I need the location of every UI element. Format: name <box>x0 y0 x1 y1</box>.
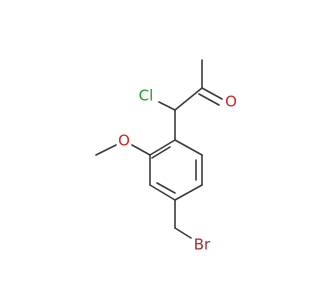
bond-ring-o-methoxy <box>131 144 151 156</box>
ring-bond-3-inner <box>156 182 176 194</box>
bond-carbonyl-o-1 <box>201 87 223 100</box>
molecule-structure: Cl O O Br <box>95 59 237 254</box>
atom-br: Br <box>194 236 211 254</box>
structure-canvas: Cl O O Br <box>95 59 237 254</box>
atom-cl: Cl <box>139 87 154 105</box>
bond-o-methyl <box>95 144 117 156</box>
atom-o-methoxy: O <box>118 132 130 150</box>
ring-bond-6 <box>174 139 203 156</box>
bond-chcl-cl <box>158 101 176 111</box>
bond-carbonyl-chcl <box>174 87 203 111</box>
ring-bond-1 <box>149 139 176 156</box>
ring-bond-3 <box>149 184 176 201</box>
atom-o-carbonyl: O <box>225 93 237 111</box>
bond-carbonyl-o-2 <box>198 93 220 106</box>
ring-bond-1-inner <box>151 146 171 159</box>
ring-bond-4 <box>174 184 203 201</box>
bond-ch2-br <box>174 227 192 239</box>
